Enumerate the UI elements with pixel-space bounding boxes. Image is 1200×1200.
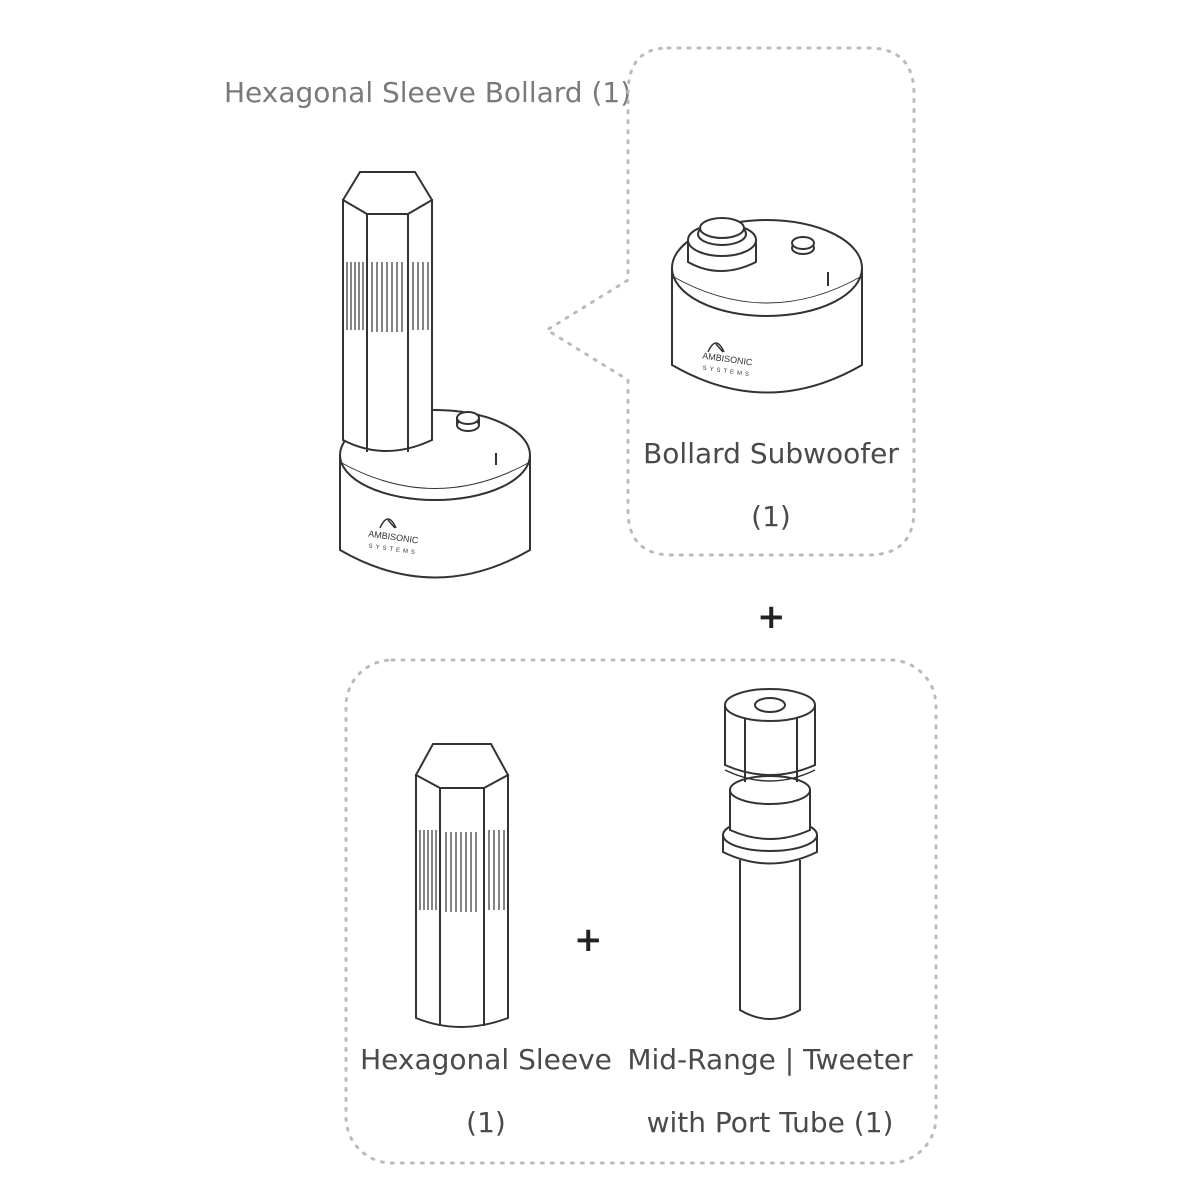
sleeve-qty: (1) (466, 1106, 506, 1139)
sleeve-drawing (414, 743, 510, 1028)
subwoofer-name: Bollard Subwoofer (643, 437, 899, 470)
plus-sign-middle: + (574, 920, 603, 960)
subwoofer-qty: (1) (751, 500, 791, 533)
midrange-name: Mid-Range | Tweeter (627, 1043, 913, 1076)
sleeve-name: Hexagonal Sleeve (360, 1043, 612, 1076)
subwoofer-drawing (671, 217, 863, 394)
plus-sign-top: + (757, 597, 786, 637)
midrange-drawing (722, 688, 818, 1020)
components-box (344, 658, 938, 1165)
midrange-qty: with Port Tube (1) (646, 1106, 894, 1139)
assembled-bollard-drawing (339, 171, 531, 579)
callout-bubble (544, 46, 916, 557)
assembly-title: Hexagonal Sleeve Bollard (1) (224, 76, 632, 109)
